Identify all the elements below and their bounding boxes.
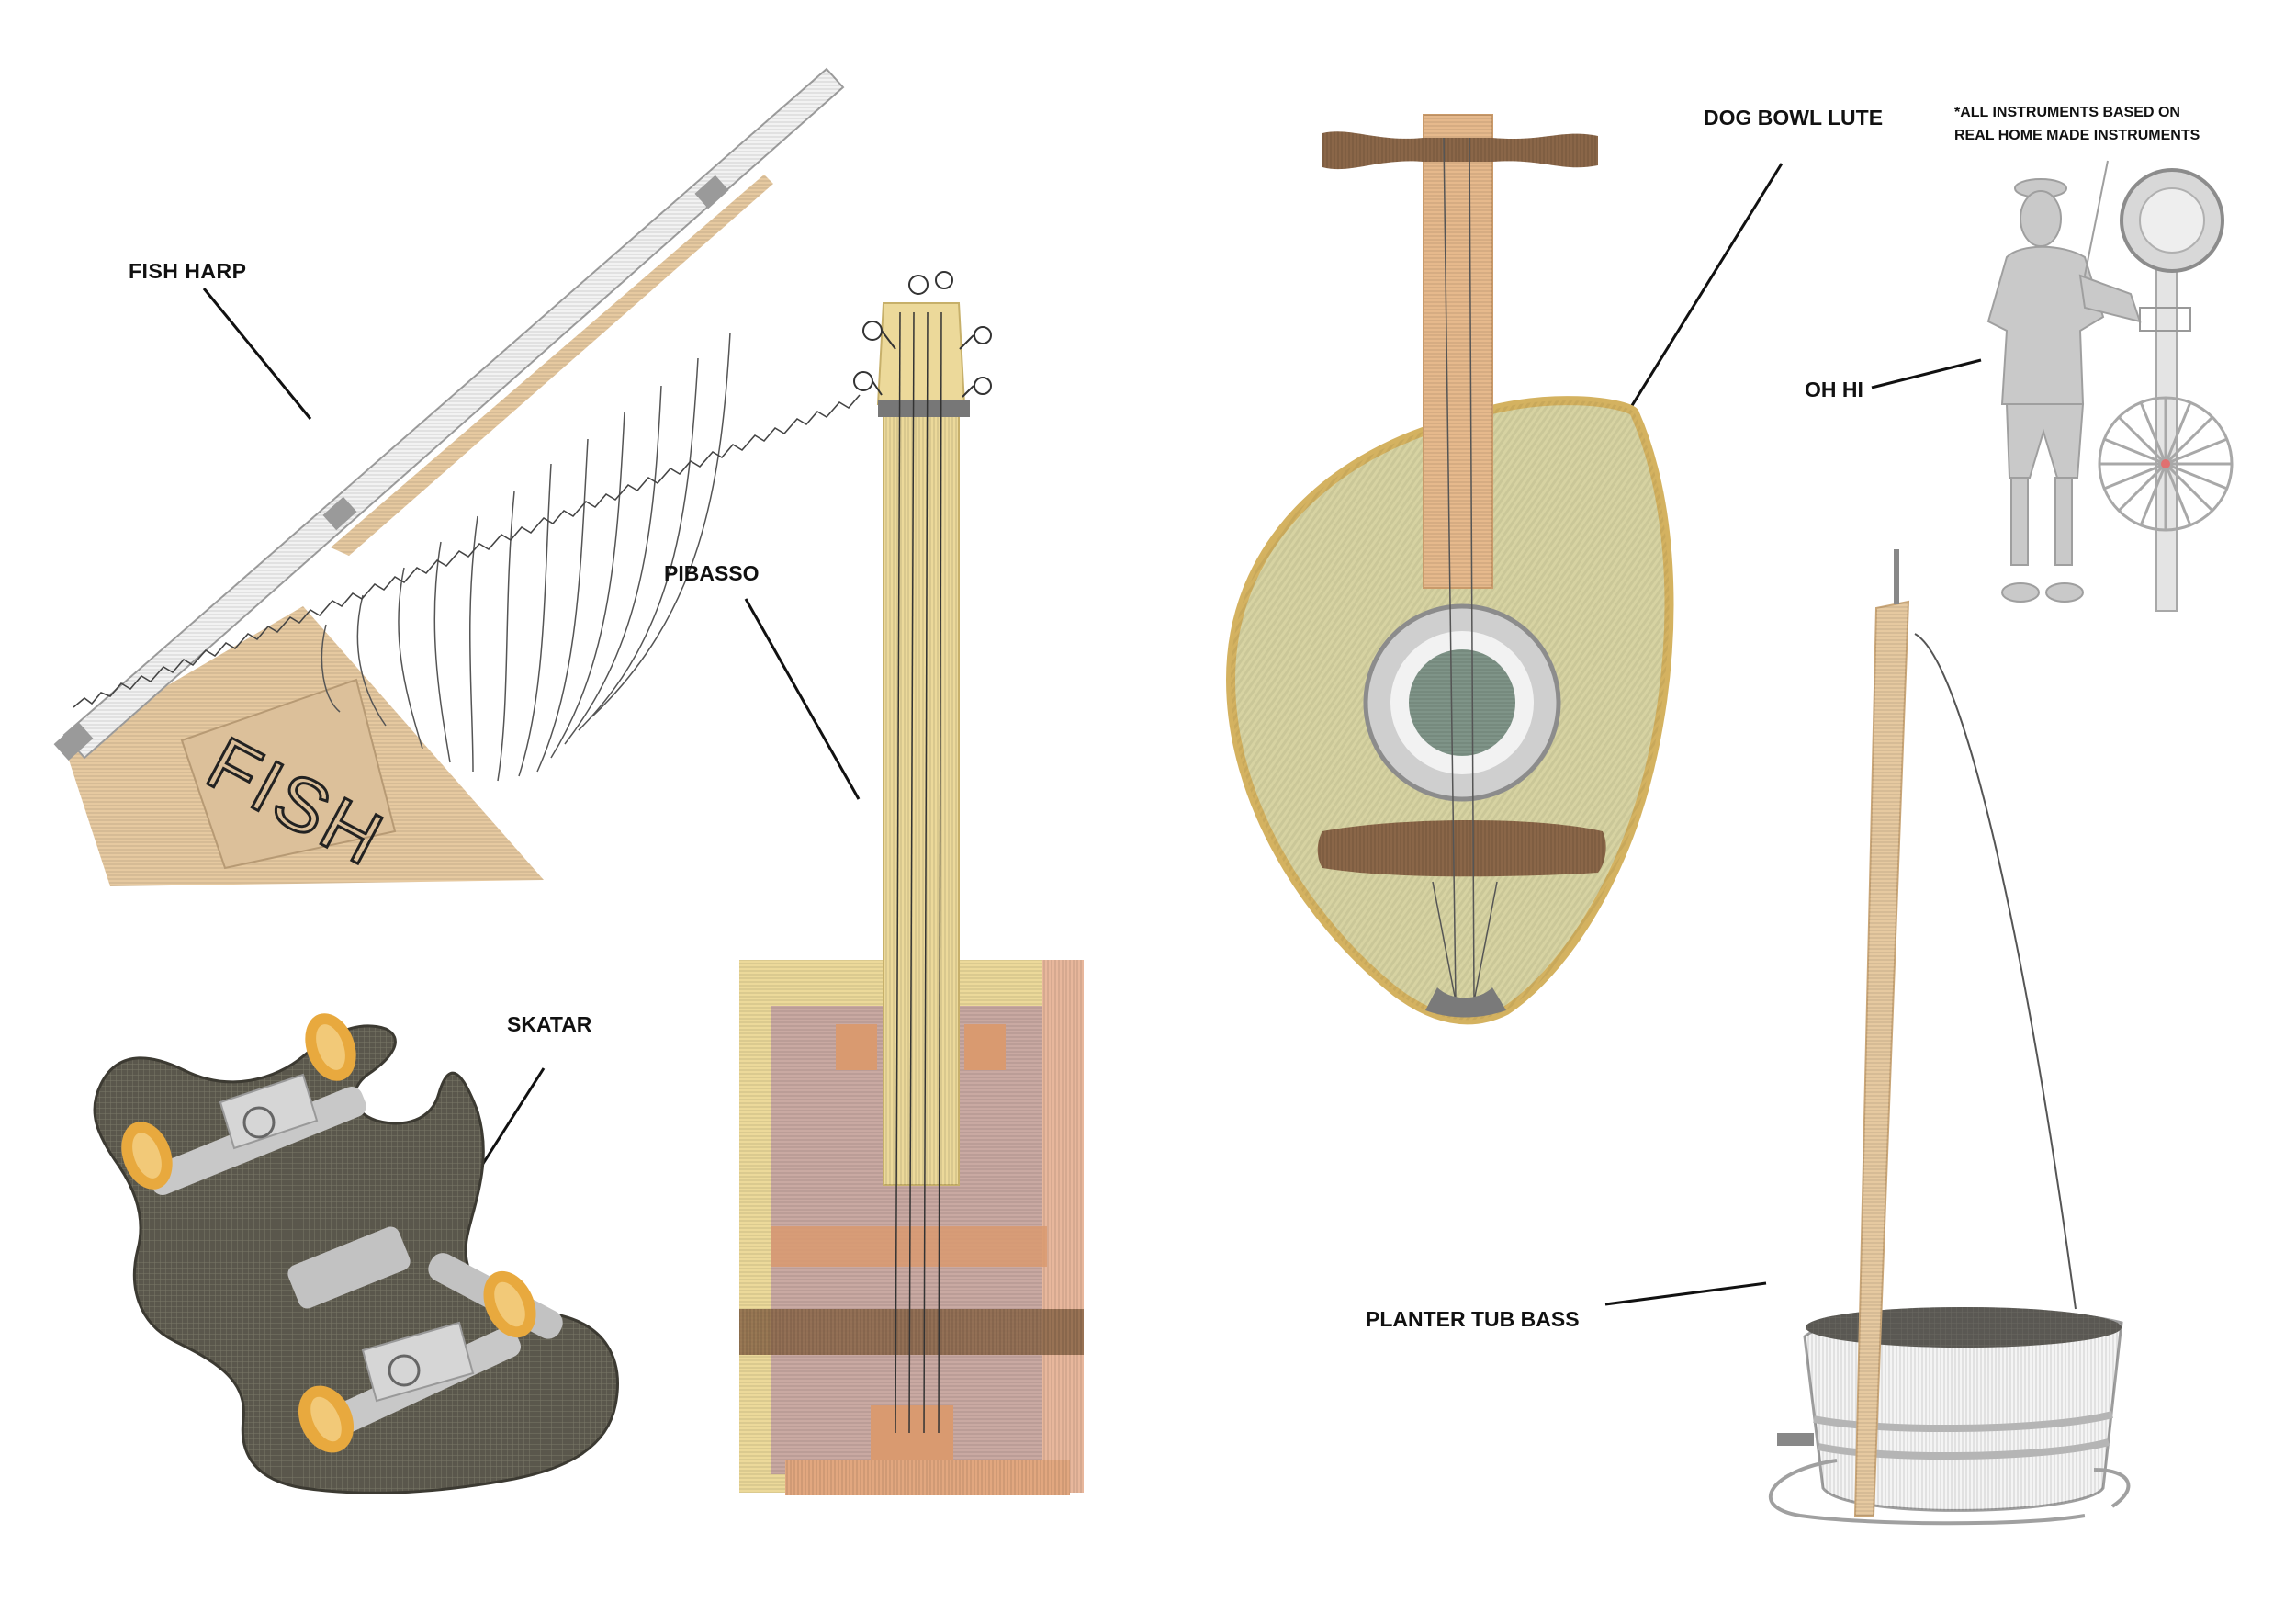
skatar-upper-truck	[121, 1013, 366, 1195]
pibasso-strings	[895, 311, 942, 1434]
tub-bass-string	[1914, 633, 2077, 1310]
pibasso-headstock	[876, 302, 966, 405]
fish-harp-tuning-pegs	[73, 394, 861, 708]
label-pibasso: PIBASSO	[664, 561, 760, 585]
label-oh-hi: OH HI	[1805, 378, 1863, 401]
lute-tailpiece	[1425, 987, 1506, 1018]
fish-harp: FISH	[53, 67, 861, 886]
note-line-2: REAL HOME MADE INSTRUMENTS	[1954, 128, 2200, 143]
skatar	[93, 1013, 619, 1494]
planter-tub	[1768, 1307, 2131, 1526]
fish-harp-pointer	[202, 288, 312, 420]
note-line-1: *ALL INSTRUMENTS BASED ON	[1954, 105, 2180, 120]
label-fish-harp: FISH HARP	[129, 259, 246, 283]
fish-harp-strings	[321, 332, 731, 782]
oh-hi-pointer	[1871, 358, 1982, 389]
dog-bowl-lute	[1225, 114, 1784, 1025]
dog-bowl-lute-pointer	[1603, 163, 1784, 451]
pibasso-tuning-keys	[853, 271, 992, 398]
label-planter-tub-bass: PLANTER TUB BASS	[1366, 1307, 1580, 1331]
pibasso	[739, 271, 1084, 1495]
fish-sign	[180, 678, 397, 870]
lute-strings	[1432, 137, 1498, 1002]
person-illustration	[1986, 160, 2142, 603]
planter-tub-bass-pointer	[1604, 1281, 1767, 1306]
pibasso-pointer	[744, 598, 861, 800]
skatar-pointer	[478, 1067, 546, 1170]
oh-hi-figure	[1871, 160, 2234, 612]
planter-tub-bass	[1604, 549, 2131, 1526]
label-skatar: SKATAR	[507, 1012, 592, 1036]
skatar-lower-truck	[298, 1270, 536, 1453]
skatar-pickup	[287, 1226, 411, 1309]
label-dog-bowl-lute: DOG BOWL LUTE	[1704, 106, 1883, 130]
